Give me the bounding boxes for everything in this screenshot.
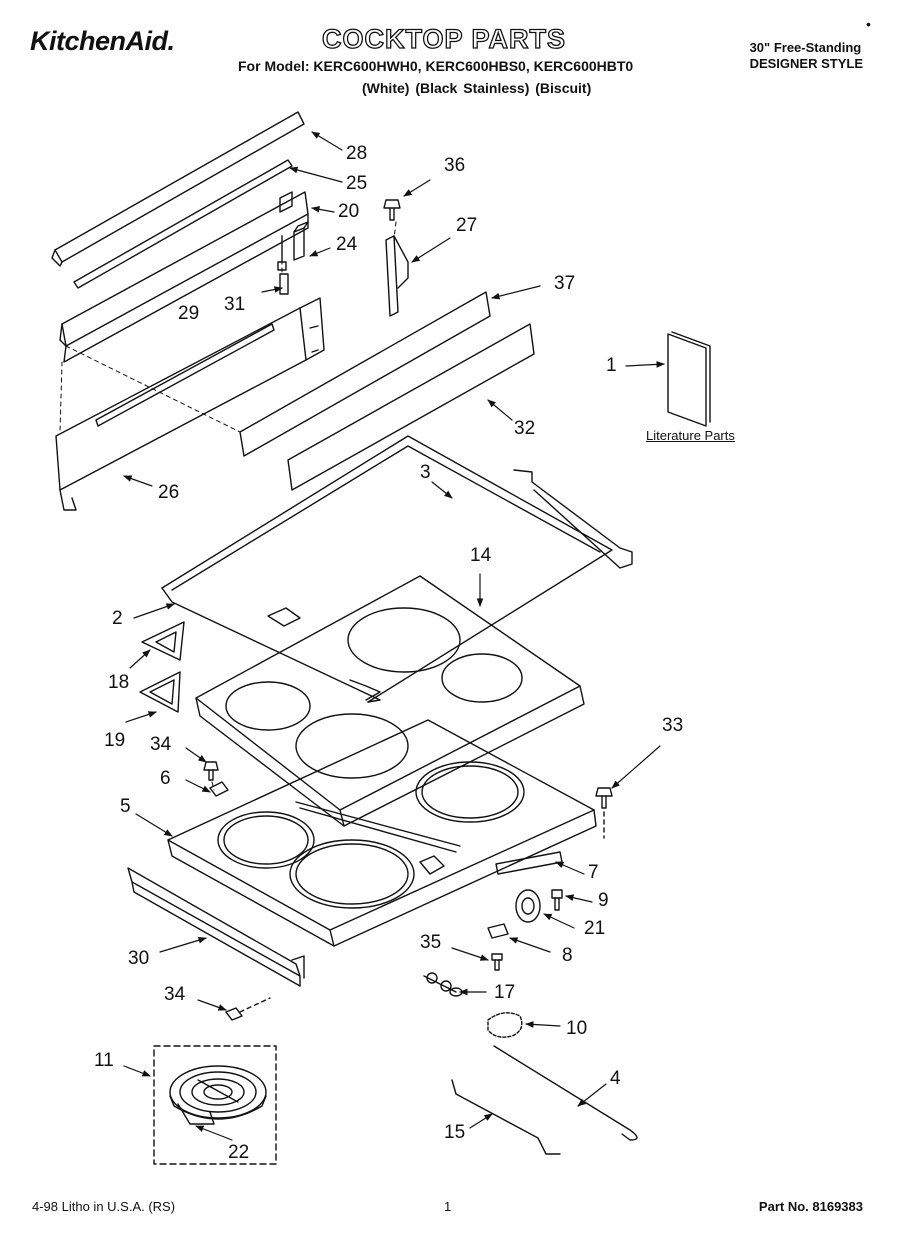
part-28-trim	[51, 111, 305, 267]
part-20-bracket	[59, 191, 309, 363]
callout-4: 4	[610, 1068, 621, 1089]
part-37-glass	[239, 291, 491, 457]
model-list: For Model: KERC600HWH0, KERC600HBS0, KER…	[238, 58, 634, 74]
part-25-rod	[73, 159, 293, 289]
part-4-wire	[493, 1045, 638, 1141]
style-info: 30" Free-Standing DESIGNER STYLE	[750, 40, 863, 72]
part-14-cooktop-glass	[195, 575, 585, 827]
part-6-clip	[209, 781, 229, 797]
part-10-clip	[487, 1012, 523, 1038]
callout-34-lower: 34	[164, 984, 186, 1005]
callout-3: 3	[420, 462, 431, 483]
callout-36: 36	[444, 155, 466, 176]
part-35-screw	[491, 953, 503, 971]
callout-25: 25	[346, 173, 368, 194]
part-33-screw	[595, 787, 613, 839]
callout-28: 28	[346, 143, 368, 164]
callout-11: 11	[94, 1050, 114, 1071]
part-18-badge	[141, 621, 185, 661]
callout-31: 31	[224, 294, 246, 315]
part-9-screw	[551, 889, 563, 911]
callout-24: 24	[336, 234, 358, 255]
callout-7: 7	[588, 862, 599, 883]
part-32-glass	[287, 323, 535, 491]
callout-5: 5	[120, 796, 131, 817]
callout-22: 22	[228, 1142, 250, 1163]
part-27-bracket	[385, 235, 409, 317]
callout-21: 21	[584, 918, 606, 939]
callout-14: 14	[470, 545, 492, 566]
part-17-terminal	[423, 972, 463, 997]
footer-litho: 4-98 Litho in U.S.A. (RS)	[32, 1199, 176, 1214]
callout-32: 32	[514, 418, 536, 439]
callout-35: 35	[420, 932, 442, 953]
callout-10: 10	[566, 1018, 588, 1039]
style-line-1: 30" Free-Standing	[749, 40, 862, 55]
part-3-frame	[161, 435, 633, 703]
callout-29: 29	[178, 303, 200, 324]
style-line-2: DESIGNER STYLE	[749, 56, 863, 71]
part-8-clip	[487, 923, 509, 939]
callout-26: 26	[158, 482, 180, 503]
brand-logo: KitchenAid.	[30, 26, 175, 56]
part-7-bracket	[495, 851, 563, 875]
callout-27: 27	[456, 215, 478, 236]
page-title: COCKTOP PARTS	[321, 23, 567, 54]
part-15-wire	[451, 1079, 561, 1155]
part-5-main-top	[167, 719, 597, 947]
callout-33: 33	[662, 715, 684, 736]
corner-mark: •	[866, 16, 871, 32]
callout-2: 2	[112, 608, 123, 629]
part-36-screw	[383, 199, 401, 221]
callout-8: 8	[562, 945, 573, 966]
part-21-switch	[515, 889, 541, 923]
part-24-clip	[293, 221, 309, 261]
callout-9: 9	[598, 890, 609, 911]
callout-6: 6	[160, 768, 171, 789]
part-1-literature	[667, 331, 711, 427]
footer-part-number: Part No. 8169383	[758, 1199, 863, 1214]
callout-18: 18	[108, 672, 130, 693]
callout-17: 17	[494, 982, 516, 1003]
literature-parts-label: Literature Parts	[646, 428, 735, 443]
callout-15: 15	[444, 1122, 466, 1143]
callout-34: 34	[150, 734, 172, 755]
part-29-31-screws	[277, 235, 289, 295]
part-19-badge	[139, 671, 181, 713]
callout-20: 20	[338, 201, 360, 222]
callout-arrows	[123, 131, 665, 1141]
part-11-element	[153, 1045, 277, 1165]
color-variants: (White) (Black Stainless) (Biscuit)	[362, 80, 592, 96]
callout-19: 19	[104, 730, 126, 751]
part-34-screw	[203, 761, 219, 781]
dashed-leaders	[59, 221, 397, 791]
callout-37: 37	[554, 273, 576, 294]
callout-1: 1	[606, 355, 617, 376]
callout-30: 30	[128, 948, 150, 969]
part-34-lower-screw	[225, 997, 271, 1021]
part-26-backguard	[55, 297, 325, 511]
footer-page-number: 1	[444, 1199, 452, 1214]
part-30-front-trim	[127, 867, 305, 987]
